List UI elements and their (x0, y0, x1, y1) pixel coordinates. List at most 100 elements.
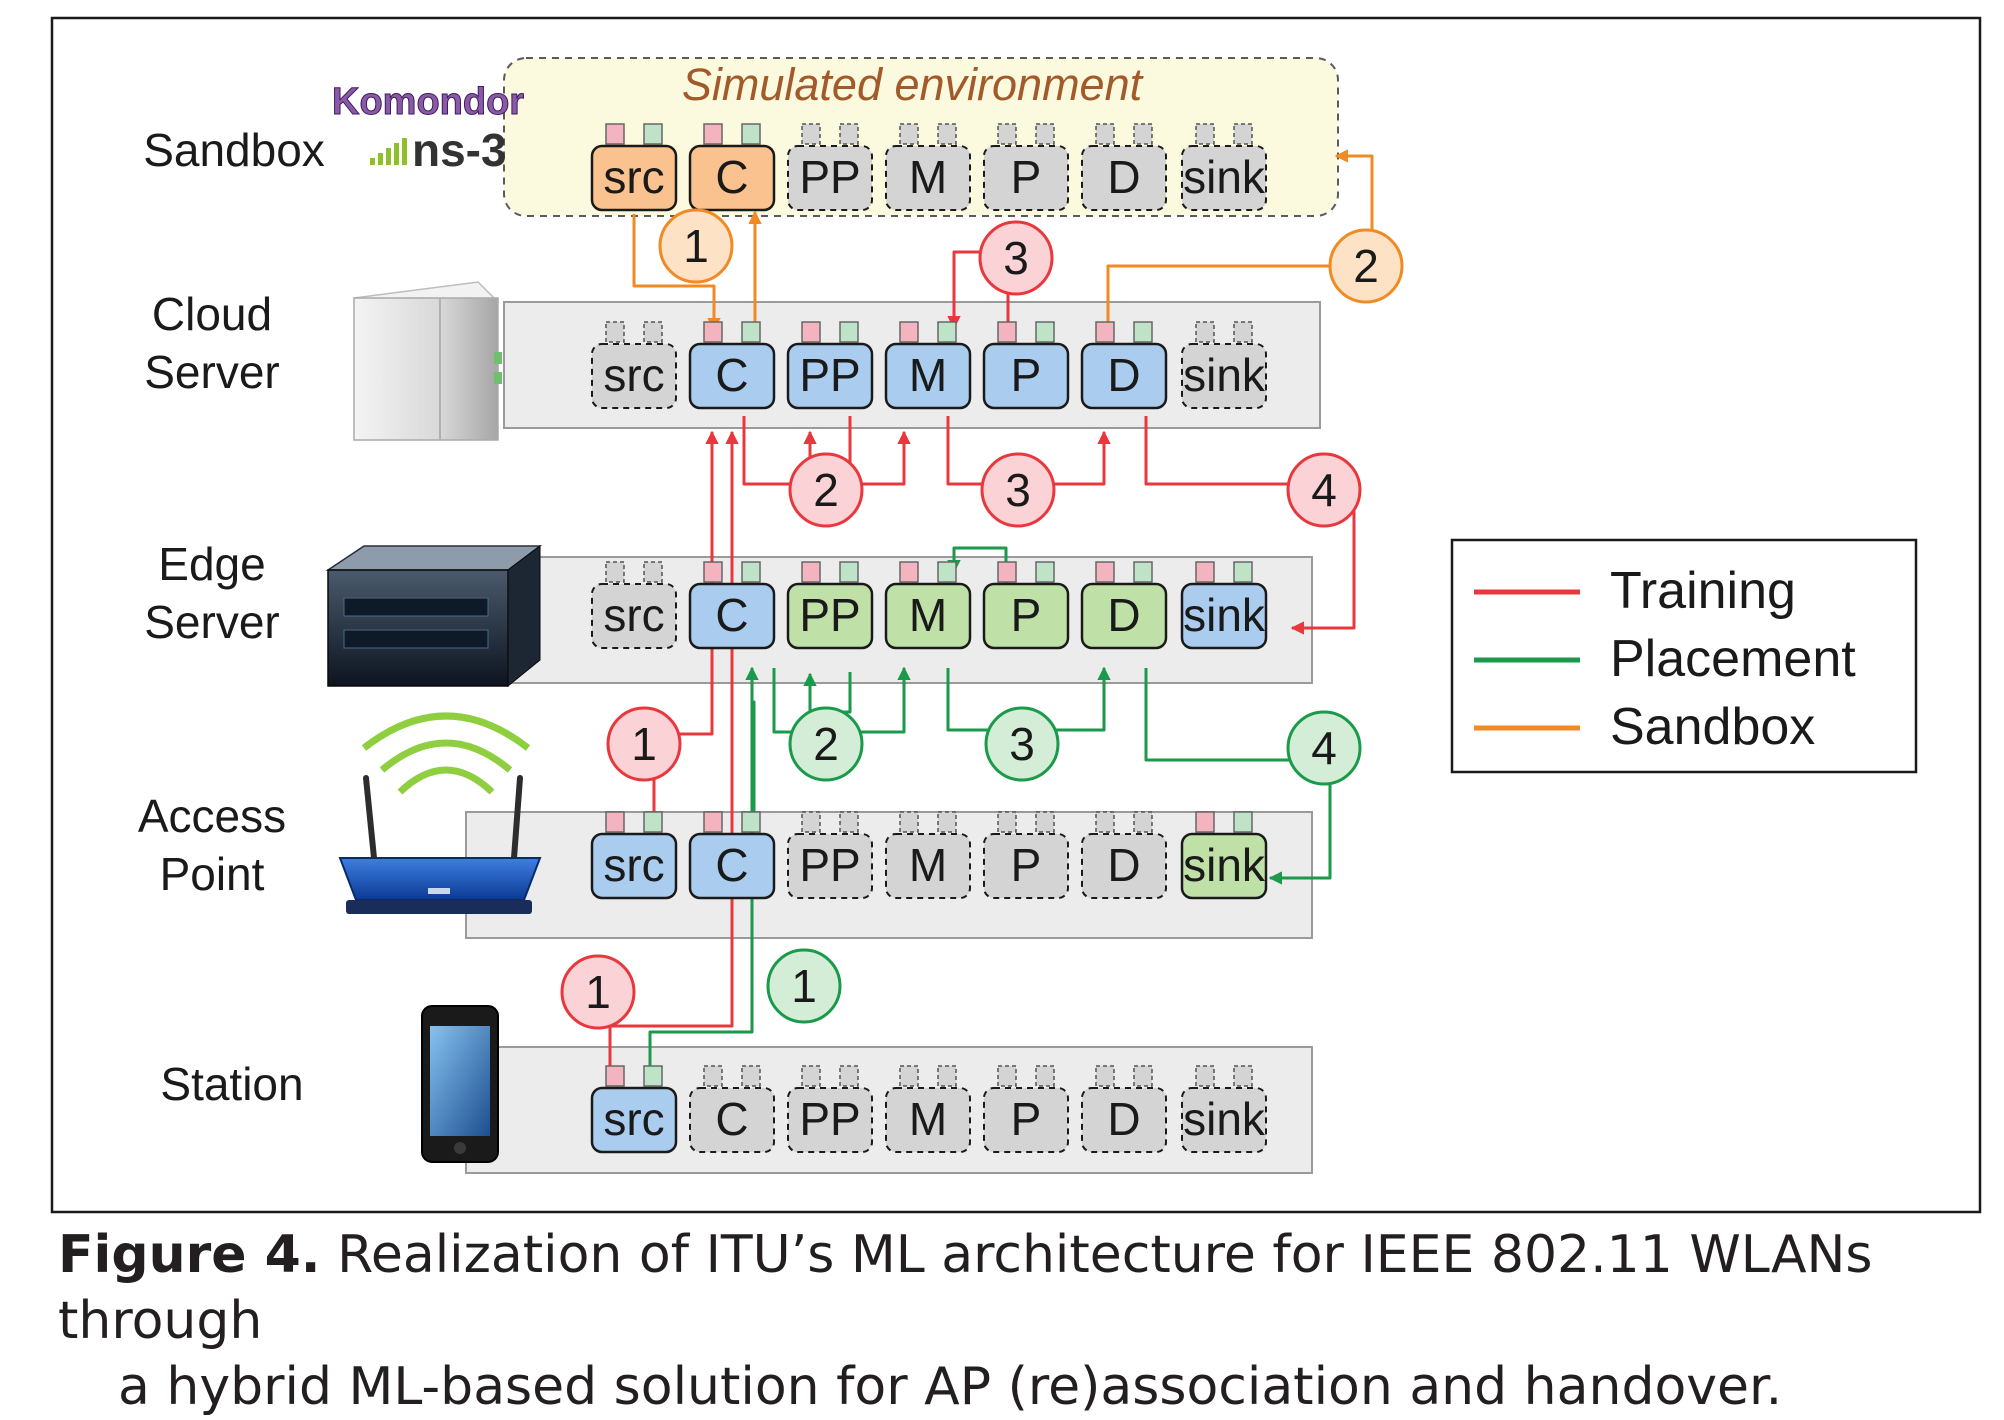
block-body (786, 342, 874, 410)
block-body (1080, 582, 1168, 650)
block-body (688, 582, 776, 650)
placement-step-4: 4 (1286, 710, 1362, 786)
port-in (703, 1065, 723, 1087)
port-out (643, 123, 663, 145)
block-label: D (1107, 349, 1140, 401)
step-circle (980, 452, 1056, 528)
port-in (899, 321, 919, 343)
block-station-p: P (983, 1065, 1069, 1153)
block-body (1081, 1087, 1167, 1153)
block-label: C (715, 151, 748, 203)
block-label: C (715, 589, 748, 641)
tier-label-edge: Server (144, 596, 279, 648)
port-out (741, 811, 761, 833)
step-circle (788, 452, 864, 528)
block-body (787, 833, 873, 899)
legend-label: Sandbox (1610, 698, 1815, 756)
port-out (1233, 1065, 1253, 1087)
step-number: 3 (1005, 464, 1031, 516)
block-ap-d: D (1081, 811, 1167, 899)
port-out (1133, 321, 1153, 343)
block-label: D (1107, 1093, 1140, 1145)
port-in (703, 811, 723, 833)
port-in (605, 123, 625, 145)
block-label: D (1107, 151, 1140, 203)
port-in (605, 811, 625, 833)
block-label: P (1011, 1093, 1042, 1145)
port-out (1133, 561, 1153, 583)
port-out (643, 811, 663, 833)
step-circle (606, 706, 682, 782)
block-body (787, 145, 873, 211)
placement-step-1: 1 (766, 948, 842, 1024)
sandbox-step-2: 2 (1328, 228, 1404, 304)
port-out (937, 811, 957, 833)
port-out (1035, 811, 1055, 833)
block-body (983, 833, 1069, 899)
port-out (839, 561, 859, 583)
step-number: 3 (1003, 232, 1029, 284)
tier-label-cloud: Server (144, 346, 279, 398)
port-out (1035, 561, 1055, 583)
step-number: 2 (1353, 240, 1379, 292)
port-in (997, 123, 1017, 145)
step-number: 4 (1311, 464, 1337, 516)
port-in (801, 561, 821, 583)
port-in (899, 561, 919, 583)
training-step-1: 1 (606, 706, 682, 782)
training-step-1: 1 (560, 954, 636, 1030)
block-ap-src: src (590, 811, 678, 900)
block-label: src (603, 839, 664, 891)
block-body (983, 145, 1069, 211)
block-body (787, 1087, 873, 1153)
port-in (997, 561, 1017, 583)
block-body (885, 145, 971, 211)
training-step-3: 3 (978, 220, 1054, 296)
block-label: sink (1183, 349, 1266, 401)
block-body (590, 1086, 678, 1154)
port-in (605, 321, 625, 343)
block-ap-m: M (885, 811, 971, 899)
block-body (688, 342, 776, 410)
step-number: 2 (813, 464, 839, 516)
block-label: src (603, 151, 664, 203)
block-body (1080, 342, 1168, 410)
block-label: P (1011, 151, 1042, 203)
block-label: src (603, 349, 664, 401)
komondor-logo: Komondor (332, 81, 525, 124)
access-point-image (338, 712, 542, 914)
block-sandbox-pp: PP (787, 123, 873, 211)
port-in (997, 1065, 1017, 1087)
port-in (1095, 561, 1115, 583)
port-in (703, 561, 723, 583)
port-out (1035, 321, 1055, 343)
training-path-station-src-to-cloud-c (608, 430, 739, 1074)
block-edge-d: D (1080, 561, 1168, 650)
block-sandbox-d: D (1081, 123, 1167, 211)
step-circle (1328, 228, 1404, 304)
step-circle (1286, 452, 1362, 528)
block-label: PP (799, 349, 860, 401)
block-body (689, 1087, 775, 1153)
edge-server-image (325, 545, 543, 688)
cloud-server-image (352, 281, 502, 441)
env-title: Simulated environment (682, 59, 1145, 110)
block-body (1180, 832, 1268, 900)
port-out (1233, 811, 1253, 833)
port-out (839, 123, 859, 145)
port-out (839, 321, 859, 343)
caption-line1: Realization of ITU’s ML architecture for… (58, 1225, 1873, 1351)
block-body (590, 832, 678, 900)
block-cloud-c: C (688, 321, 776, 410)
sandbox-path-step2-to-sandbox (1334, 149, 1374, 242)
port-out (1233, 321, 1253, 343)
port-in (997, 321, 1017, 343)
legend-label: Placement (1610, 630, 1856, 688)
block-station-m: M (885, 1065, 971, 1153)
block-sandbox-sink: sink (1181, 123, 1267, 211)
block-label: sink (1183, 589, 1266, 641)
block-ap-c: C (688, 811, 776, 900)
tier-labels: SandboxCloudServerEdgeServerAccessPointS… (138, 124, 325, 1110)
